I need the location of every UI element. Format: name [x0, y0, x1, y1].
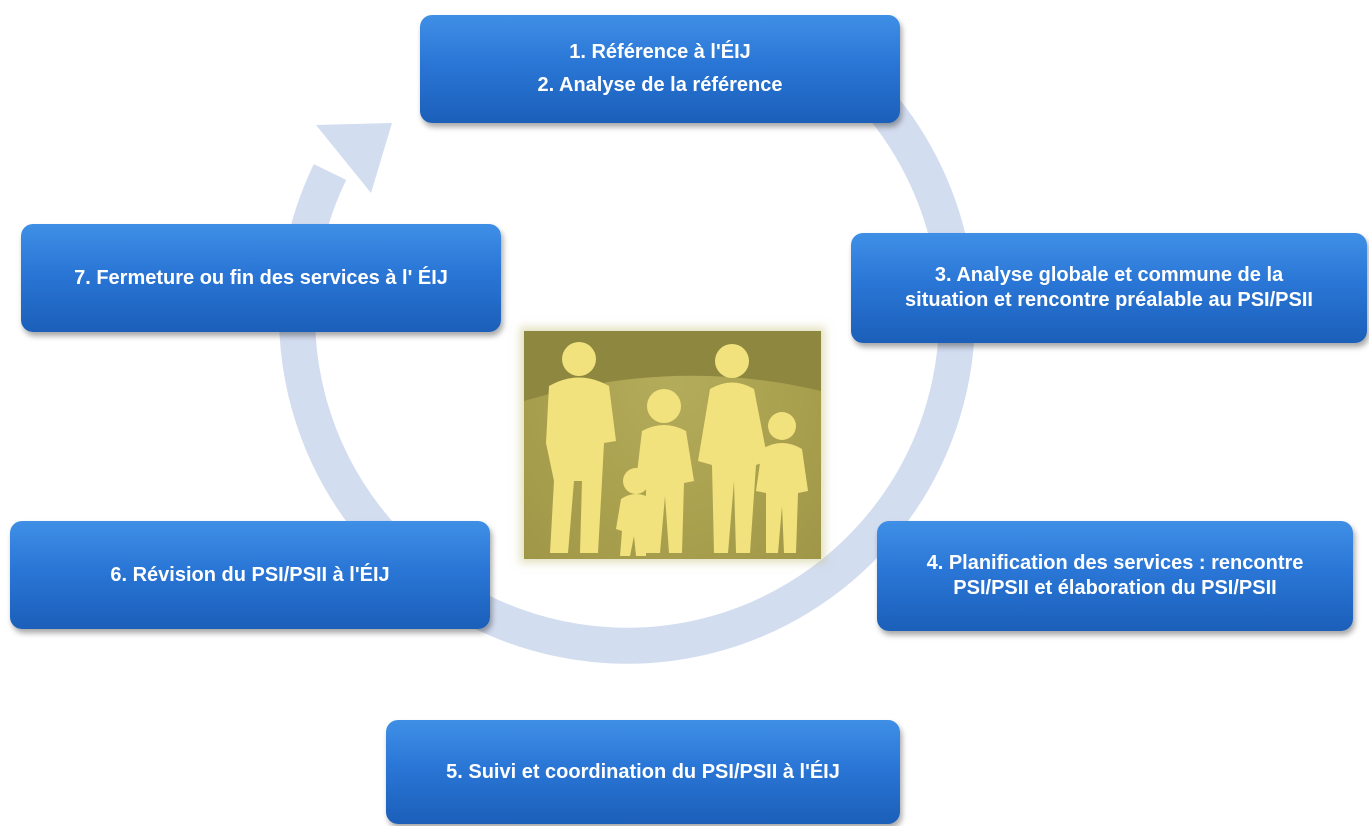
family-image [524, 331, 821, 559]
step-7-box: 7. Fermeture ou fin des services à l' ÉI… [21, 224, 501, 332]
step-6-box: 6. Révision du PSI/PSII à l'ÉIJ [10, 521, 490, 629]
step-4-label-line1: 4. Planification des services : rencontr… [926, 552, 1304, 574]
step-6-label: 6. Révision du PSI/PSII à l'ÉIJ [110, 563, 390, 586]
step-3-label-line2: situation et rencontre préalable au PSI/… [905, 289, 1313, 311]
step-1-box: 1. Référence à l'ÉIJ 2. Analyse de la ré… [420, 15, 900, 123]
step-4-box: 4. Planification des services : rencontr… [877, 521, 1353, 631]
step-3-box: 3. Analyse globale et commune de la situ… [851, 233, 1367, 343]
step-5-label: 5. Suivi et coordination du PSI/PSII à l… [446, 760, 840, 783]
step-1-label: 1. Référence à l'ÉIJ [569, 41, 751, 63]
step-3-label-line1: 3. Analyse globale et commune de la [934, 264, 1284, 286]
step-4-label-line2: PSI/PSII et élaboration du PSI/PSII [953, 577, 1277, 599]
cycle-arrowhead [316, 123, 392, 193]
step-2-label: 2. Analyse de la référence [537, 74, 783, 96]
step-5-box: 5. Suivi et coordination du PSI/PSII à l… [386, 720, 900, 824]
family-silhouette-icon [524, 331, 821, 556]
step-7-label: 7. Fermeture ou fin des services à l' ÉI… [74, 266, 448, 289]
